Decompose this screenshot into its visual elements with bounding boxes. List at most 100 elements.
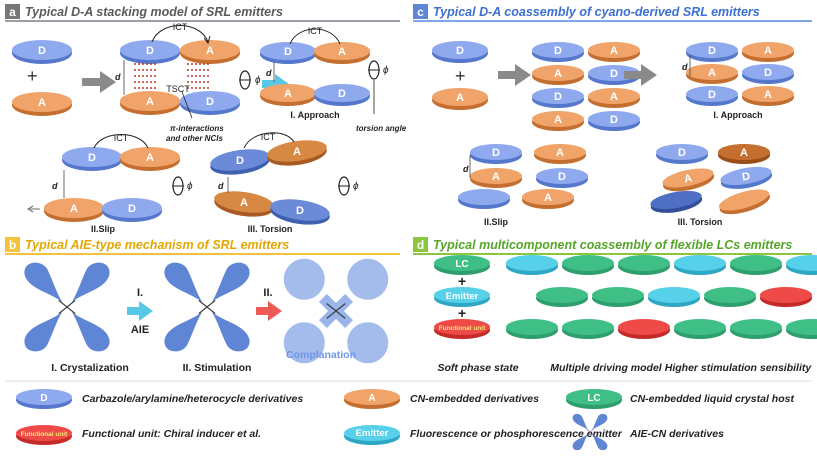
emitter-disc bbox=[674, 255, 726, 275]
arrow-cyan-1 bbox=[262, 74, 289, 94]
phi-label: ϕ bbox=[255, 75, 261, 86]
donor-label: D bbox=[764, 67, 772, 79]
acceptor-disc: A bbox=[718, 144, 770, 164]
tsct-dot bbox=[154, 63, 156, 65]
tsct-dot bbox=[203, 87, 205, 89]
aie-flat-molecule-icon bbox=[284, 259, 389, 364]
donor-label: D bbox=[610, 68, 618, 80]
legend-acceptor-swatch bbox=[344, 389, 400, 405]
acceptor-label: A bbox=[554, 114, 562, 126]
tsct-dot bbox=[195, 69, 197, 71]
lc-disc bbox=[704, 287, 756, 307]
donor-label: D bbox=[456, 45, 464, 57]
tsct-dot bbox=[134, 81, 136, 83]
acceptor-label: A bbox=[610, 91, 618, 103]
donor-disc: D bbox=[532, 42, 584, 62]
tsct-dot bbox=[199, 63, 201, 65]
phi-label: ϕ bbox=[187, 181, 193, 192]
tsct-dot bbox=[195, 63, 197, 65]
legend-emitter-tag: Emitter bbox=[356, 428, 389, 439]
distance-label: d bbox=[52, 181, 58, 191]
tsct-dot bbox=[134, 63, 136, 65]
acceptor-disc: A bbox=[662, 168, 715, 192]
acceptor-label: A bbox=[146, 96, 154, 108]
panel-b-header: b Typical AIE-type mechanism of SRL emit… bbox=[5, 237, 400, 255]
acceptor-disc: A bbox=[588, 88, 640, 108]
rotation-icon: ϕ bbox=[239, 70, 261, 90]
donor-disc bbox=[12, 40, 72, 60]
donor-label: D bbox=[610, 114, 618, 126]
donor-label: D bbox=[708, 89, 716, 101]
donor-disc: D bbox=[588, 111, 640, 131]
panel-d-badge-bg bbox=[413, 237, 428, 252]
acceptor-label: A bbox=[764, 89, 772, 101]
phi-label: ϕ bbox=[383, 65, 389, 76]
nci-label: and other NCIs bbox=[166, 134, 223, 143]
tsct-dot bbox=[195, 87, 197, 89]
legend-functional-swatch bbox=[16, 425, 72, 441]
ict-label: ICT bbox=[114, 133, 129, 143]
acceptor-label: A bbox=[554, 68, 562, 80]
panel-b-aie: I. AIE II. I. Crystalization II. Stimula… bbox=[23, 259, 389, 374]
tsct-dot bbox=[138, 87, 140, 89]
tsct-dot bbox=[150, 81, 152, 83]
approach-label-c: I. Approach bbox=[713, 110, 762, 120]
tsct-dot bbox=[199, 87, 201, 89]
emitter-disc bbox=[648, 287, 700, 307]
panel-c-title: Typical D-A coassembly of cyano-derived … bbox=[433, 5, 760, 19]
donor-disc bbox=[650, 190, 703, 213]
donor-label: D bbox=[338, 88, 346, 100]
tsct-dot bbox=[142, 87, 144, 89]
panel-a-stack: D A ICT TSCT d A D π-interactions and ot… bbox=[115, 22, 240, 143]
lc-disc bbox=[562, 255, 614, 275]
tsct-dot bbox=[134, 69, 136, 71]
panel-b-badge: b bbox=[9, 238, 16, 252]
donor-label: D bbox=[236, 155, 244, 167]
slip-label-c: II.Slip bbox=[484, 217, 509, 227]
emitter-disc bbox=[786, 255, 817, 275]
tsct-dot bbox=[150, 87, 152, 89]
legend-donor-tag: D bbox=[40, 393, 47, 404]
lc-disc bbox=[786, 319, 817, 339]
panel-b-title: Typical AIE-type mechanism of SRL emitte… bbox=[25, 238, 289, 252]
donor-label: D bbox=[708, 45, 716, 57]
legend-lc-tag: LC bbox=[587, 393, 600, 404]
lc-disc bbox=[592, 287, 644, 307]
tsct-label: TSCT bbox=[166, 84, 190, 94]
donor-label: D bbox=[558, 171, 566, 183]
tsct-dot bbox=[134, 87, 136, 89]
acceptor-disc: A bbox=[742, 42, 794, 62]
donor-disc: D bbox=[742, 64, 794, 84]
ict-label: ICT bbox=[261, 132, 276, 142]
acceptor-label: A bbox=[70, 203, 78, 215]
torsion-label: III. Torsion bbox=[248, 224, 293, 234]
acceptor-label: A bbox=[492, 171, 500, 183]
crystalization-label: I. Crystalization bbox=[51, 362, 129, 374]
tsct-dot bbox=[199, 81, 201, 83]
donor-disc: D bbox=[536, 168, 588, 188]
panel-c-header: c Typical D-A coassembly of cyano-derive… bbox=[413, 4, 812, 22]
tsct-dot bbox=[154, 69, 156, 71]
tsct-dot bbox=[207, 87, 209, 89]
ict-label: ICT bbox=[173, 22, 188, 32]
acceptor-label: A bbox=[683, 172, 693, 185]
donor-disc: D bbox=[470, 144, 522, 164]
tsct-dot bbox=[207, 69, 209, 71]
tsct-dots bbox=[134, 63, 209, 89]
legend-emitter-text: Fluorescence or phosphorescence emitter bbox=[410, 428, 623, 440]
donor-label: D bbox=[38, 45, 46, 57]
acceptor-label: A bbox=[740, 147, 748, 159]
tsct-dot bbox=[150, 75, 152, 77]
legend-lc-swatch bbox=[566, 389, 622, 405]
acceptor-label: A bbox=[240, 197, 248, 209]
tsct-dot bbox=[142, 81, 144, 83]
acceptor-label: A bbox=[38, 97, 46, 109]
tsct-dot bbox=[203, 81, 205, 83]
lc-disc bbox=[618, 255, 670, 275]
donor-label: D bbox=[678, 147, 686, 159]
panel-a-header: a Typical D-A stacking model of SRL emit… bbox=[5, 4, 400, 22]
panel-a-badge: a bbox=[9, 5, 16, 19]
arrow-gray-2 bbox=[498, 64, 531, 86]
